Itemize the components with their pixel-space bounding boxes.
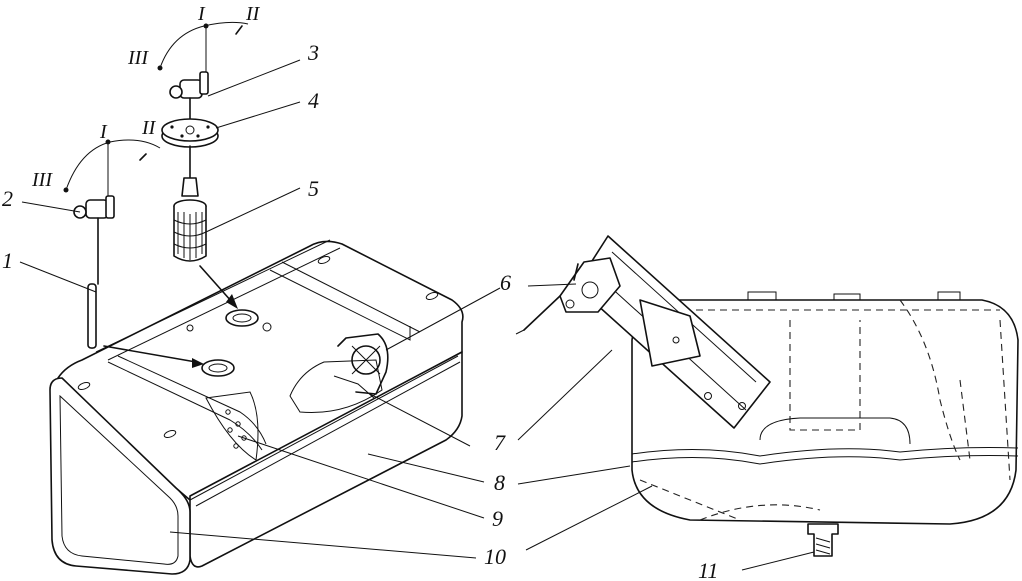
callout-10: 10 [484,544,506,569]
callout-9: 9 [492,506,503,531]
lower-position-III: III [31,169,53,191]
valve-position-labels: I II III I II III [31,3,261,191]
lower-valve-assembly [63,139,161,349]
upper-valve-assembly [157,21,249,262]
right-fuel-tank [515,235,1019,557]
lower-position-I: I [99,121,108,143]
leader-lines [19,59,815,571]
callout-2: 2 [2,186,13,211]
upper-position-III: III [127,47,149,69]
callout-1: 1 [2,248,13,273]
callout-7: 7 [494,430,506,455]
assembly-arrows [103,265,238,368]
lower-position-II: II [141,117,157,139]
left-fuel-tank [49,239,464,575]
callout-labels: 1 2 3 4 5 6 7 8 9 10 11 [2,40,718,581]
callout-8: 8 [494,470,505,495]
callout-6: 6 [500,270,511,295]
upper-position-II: II [245,3,261,25]
callout-5: 5 [308,176,319,201]
callout-11: 11 [698,558,718,581]
upper-position-I: I [197,3,206,25]
callout-3: 3 [307,40,319,65]
callout-4: 4 [308,88,319,113]
